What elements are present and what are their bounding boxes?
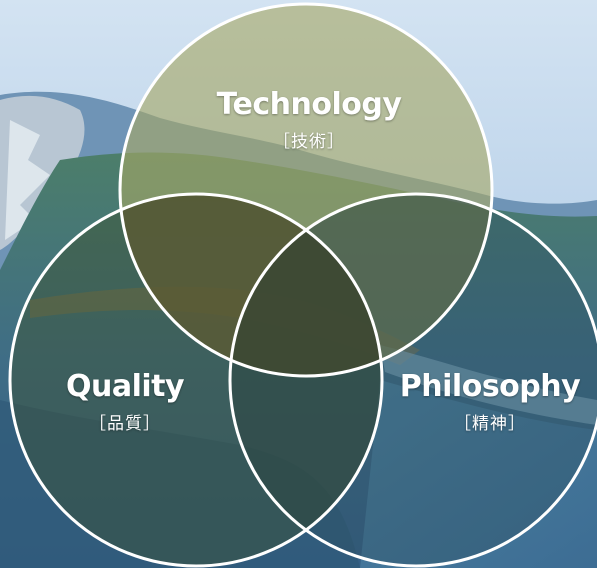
- technology-circle-fill: [120, 4, 492, 376]
- quality-philosophy-overlap: [230, 194, 382, 566]
- philosophy-circle-fill: [230, 194, 597, 566]
- quality-label: Quality ［品質］: [65, 369, 185, 436]
- technology-title: Technology: [216, 87, 402, 122]
- foreground-forest: [0, 400, 360, 568]
- philosophy-subtitle: ［精神］: [453, 414, 526, 434]
- technology-subtitle: ［技術］: [272, 132, 345, 152]
- quality-circle-fill: [10, 194, 382, 566]
- quality-circle-outline: [8, 192, 384, 568]
- quality-title: Quality: [65, 369, 185, 404]
- meadow-band: [30, 286, 420, 365]
- technology-label: Technology ［技術］: [217, 88, 402, 154]
- quality-subtitle: ［品質］: [88, 414, 161, 434]
- tech-quality-overlap: [120, 194, 382, 376]
- snow-patch: [5, 120, 50, 240]
- lake-strip: [380, 345, 597, 425]
- philosophy-label: Philosophy ［精神］: [399, 369, 581, 436]
- philosophy-title: Philosophy: [399, 369, 581, 404]
- tech-philosophy-overlap: [230, 194, 492, 376]
- philosophy-circle-outline: [228, 192, 597, 568]
- technology-circle-outline: [118, 2, 494, 378]
